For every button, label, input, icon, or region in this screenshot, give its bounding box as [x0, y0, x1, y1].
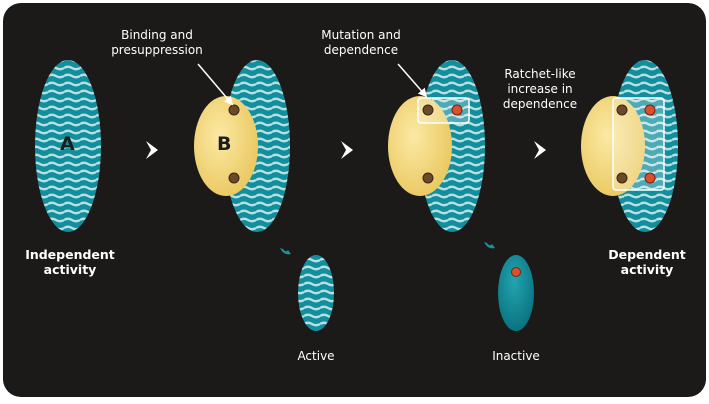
binding-annotation: Binding and presuppression	[92, 28, 222, 58]
dependent-line1: Dependent	[608, 247, 686, 262]
active-protein	[298, 255, 334, 331]
binding-site-icon	[422, 104, 434, 116]
ratchet-line1: Ratchet-like	[504, 67, 576, 81]
mutation-line1: Mutation and	[321, 28, 401, 42]
inactive-label: Inactive	[492, 349, 540, 363]
binding-site-icon	[228, 104, 240, 116]
binding-line1: Binding and	[121, 28, 193, 42]
dependent-line2: activity	[620, 262, 674, 277]
chevron-right-icon	[341, 141, 353, 159]
dependence-box	[612, 97, 665, 191]
mutation-line2: dependence	[323, 43, 399, 57]
independent-line2: activity	[43, 262, 97, 277]
protein-a-label: A	[60, 133, 75, 155]
mutation-site-icon	[511, 267, 521, 277]
protein-a	[35, 60, 101, 232]
mutation-site-icon	[644, 172, 656, 184]
independent-activity-label: Independent activity	[10, 247, 130, 277]
active-label: Active	[297, 349, 335, 363]
background-panel	[3, 3, 706, 397]
binding-line2: presuppression	[111, 43, 203, 57]
chevron-right-icon	[146, 141, 158, 159]
protein-b-label: B	[217, 133, 232, 155]
mutation-annotation: Mutation and dependence	[296, 28, 426, 58]
mutation-site-icon	[644, 104, 656, 116]
binding-site-icon	[228, 172, 240, 184]
protein-b	[194, 96, 258, 196]
curved-arrow-icon	[484, 242, 495, 249]
dependence-box	[417, 97, 470, 124]
binding-site-icon	[422, 172, 434, 184]
inactive-protein	[498, 255, 534, 331]
pointer-line	[197, 63, 234, 106]
dependent-activity-label: Dependent activity	[587, 247, 707, 277]
protein-b	[388, 96, 452, 196]
independent-line1: Independent	[25, 247, 115, 262]
mutation-site-icon	[451, 104, 463, 116]
ratchet-line3: dependence	[502, 97, 578, 111]
chevron-right-icon	[534, 141, 546, 159]
curved-arrow-icon	[280, 248, 291, 255]
binding-site-icon	[616, 172, 628, 184]
pointer-line	[397, 63, 428, 98]
ratchet-line2: increase in	[507, 82, 573, 96]
binding-site-icon	[616, 104, 628, 116]
ratchet-annotation: Ratchet-like increase in dependence	[480, 67, 600, 112]
